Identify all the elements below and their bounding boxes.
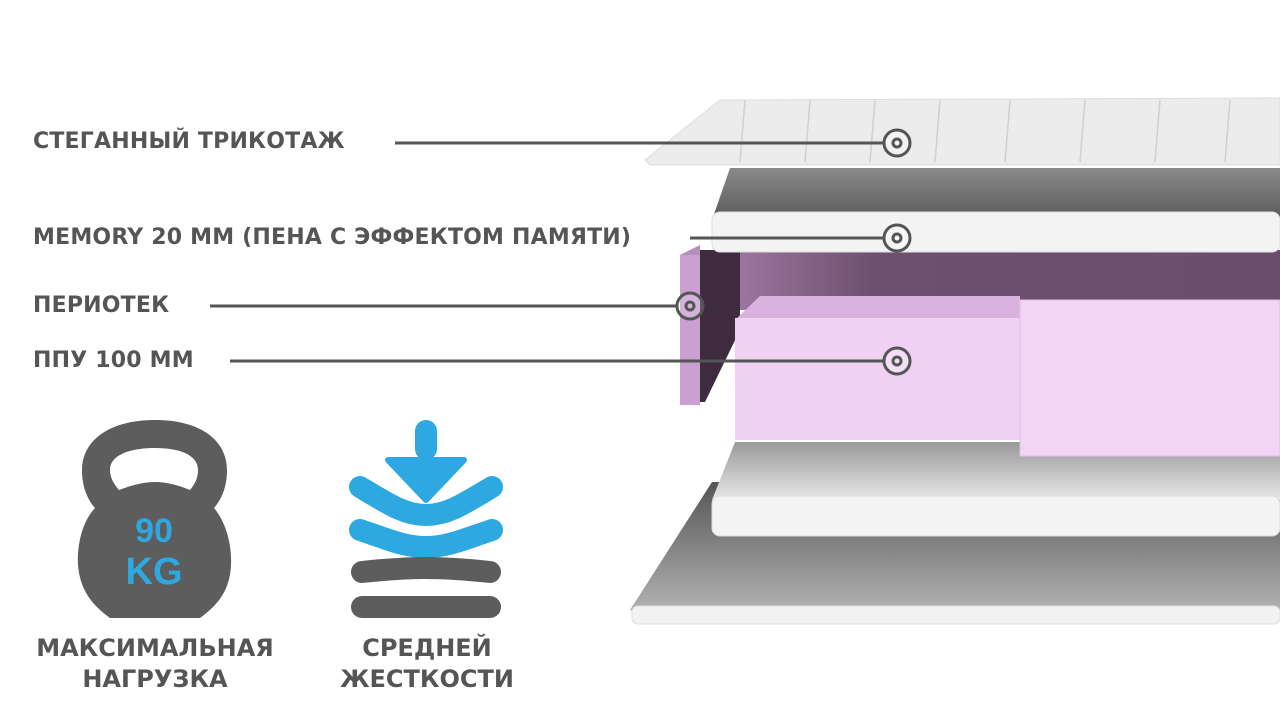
label-quilted-knit: СТЕГАННЫЙ ТРИКОТАЖ xyxy=(33,129,345,154)
load-caption-line2: НАГРУЗКА xyxy=(82,665,228,693)
memory-foam-layer xyxy=(711,168,1280,253)
core-layer xyxy=(680,245,1280,457)
quilted-top-layer xyxy=(644,97,1280,166)
kettlebell-icon xyxy=(77,420,232,618)
label-periotec: ПЕРИОТЕК xyxy=(33,293,170,318)
firmness-caption: СРЕДНЕЙ ЖЕСТКОСТИ xyxy=(317,633,537,695)
load-unit: KG xyxy=(126,551,183,593)
label-ppu: ППУ 100 ММ xyxy=(33,348,194,373)
marker-periotec-icon xyxy=(675,291,705,321)
firmness-layers-icon xyxy=(349,420,503,618)
marker-knit-icon xyxy=(882,128,912,158)
load-caption-line1: МАКСИМАЛЬНАЯ xyxy=(36,634,274,662)
label-memory-foam: MEMORY 20 ММ (ПЕНА С ЭФФЕКТОМ ПАМЯТИ) xyxy=(33,225,632,250)
firmness-caption-line2: ЖЕСТКОСТИ xyxy=(340,665,514,693)
load-caption: МАКСИМАЛЬНАЯ НАГРУЗКА xyxy=(25,633,285,695)
load-value: 90 xyxy=(135,512,173,550)
marker-ppu-icon xyxy=(882,346,912,376)
marker-memory-icon xyxy=(882,223,912,253)
firmness-caption-line1: СРЕДНЕЙ xyxy=(362,634,492,662)
